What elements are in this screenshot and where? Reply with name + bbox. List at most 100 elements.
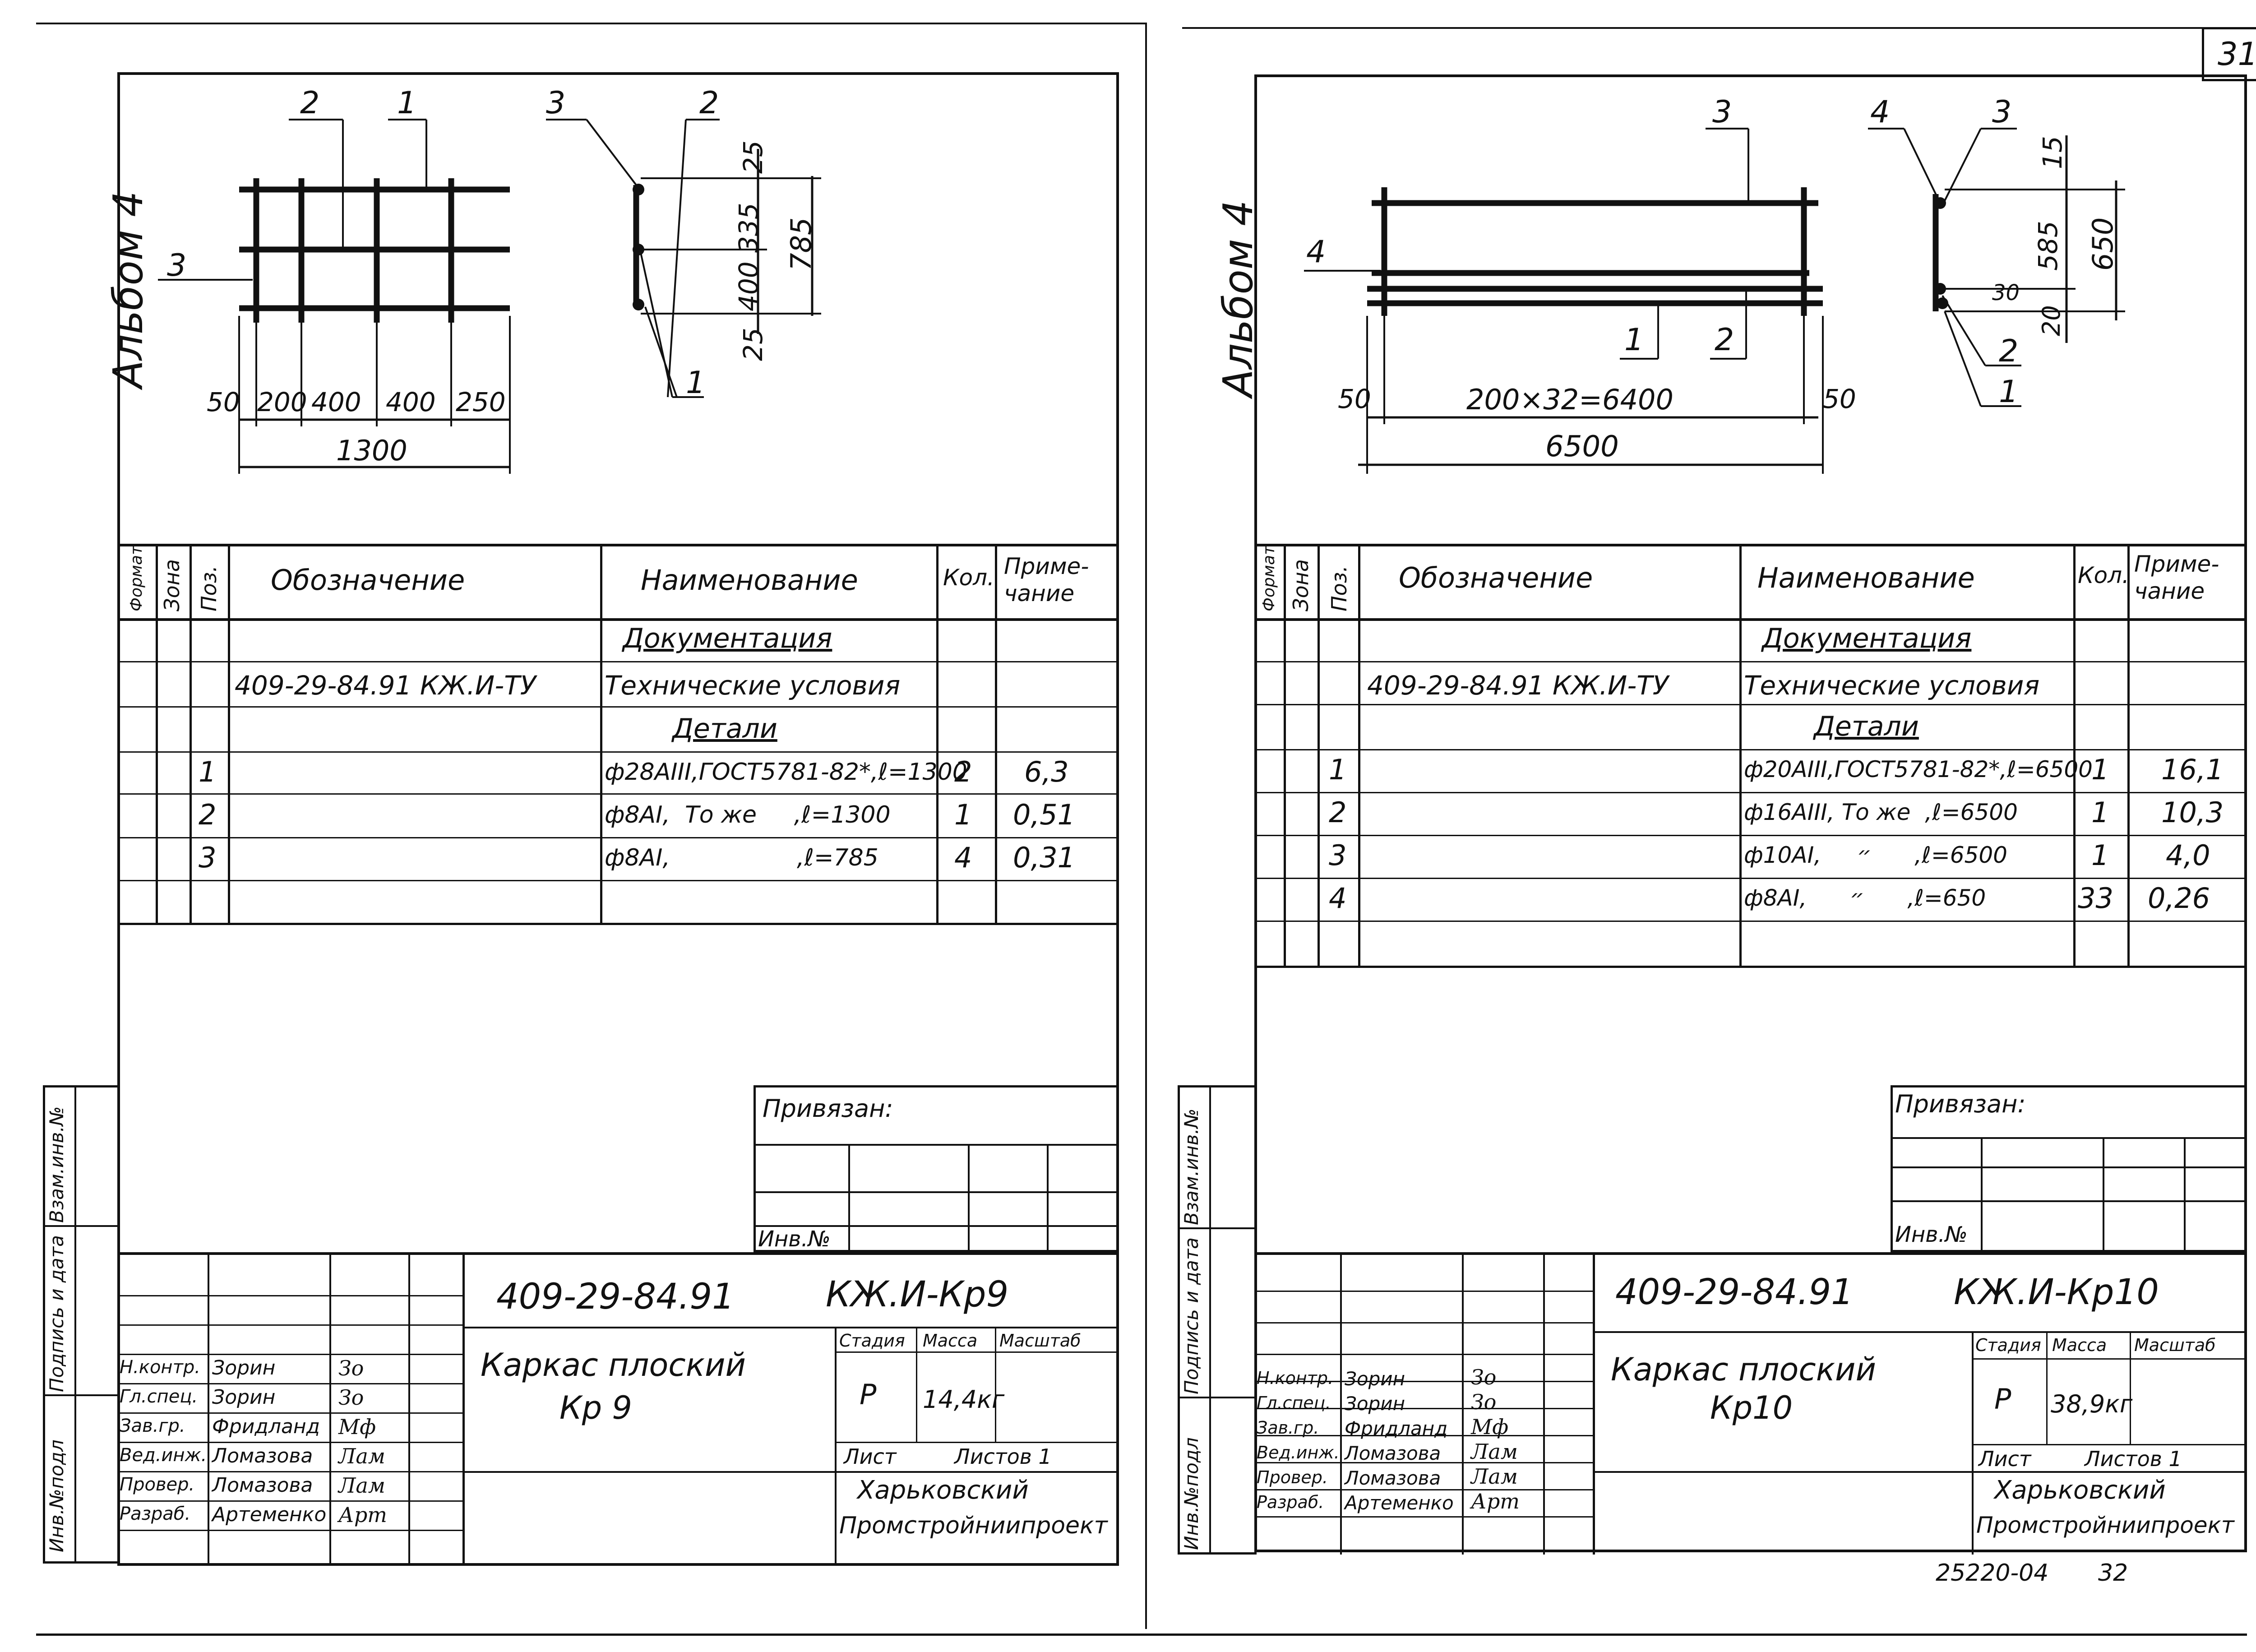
sheet-2-role-4: Вед.инж. bbox=[1257, 1443, 1340, 1462]
sheet-1-stamp-org-2: Промстройниипроект bbox=[839, 1512, 1108, 1539]
sheet-2-section-callout-3: 3 bbox=[1992, 94, 2012, 130]
sheet-2-role-1: Н.контр. bbox=[1257, 1368, 1334, 1388]
sheet-1-row-5-pos: 2 bbox=[199, 798, 217, 831]
sheet-1-role-5-name: Ломазова bbox=[212, 1474, 313, 1497]
sheet-2-role-6: Разраб. bbox=[1257, 1492, 1324, 1512]
sheet-2-row-6-name: ф10АI, ״ ,ℓ=6500 bbox=[1744, 842, 2007, 868]
sheet-1-role-4-sign: Лам bbox=[338, 1444, 385, 1468]
sheet-2-hdr-note: Приме- чание bbox=[2134, 551, 2219, 604]
sheet-1-stamp-org-1: Харьковский bbox=[857, 1476, 1029, 1505]
sheet-1-dim-400b: 400 bbox=[386, 387, 436, 417]
sheet-1-stamp-mass: 14,4кг bbox=[923, 1385, 1005, 1414]
sheet-1-dim-overall: 1300 bbox=[336, 434, 407, 467]
sheet-2-role-3-sign: Мф bbox=[1471, 1415, 1509, 1439]
sheet-1-row-2-name: Технические условия bbox=[605, 670, 901, 701]
top-edge-line-right bbox=[1182, 27, 2211, 29]
sheet-2-section-dim-585: 585 bbox=[2033, 221, 2063, 271]
footer-code: 25220-04 bbox=[1936, 1559, 2049, 1587]
sheet-1-role-4: Вед.инж. bbox=[120, 1445, 207, 1466]
sheet-1-row-5-qty: 1 bbox=[954, 798, 972, 831]
sheet-2-stamp-stage: Р bbox=[1994, 1383, 2011, 1416]
sheet-2-section-callout-2: 2 bbox=[1999, 333, 2019, 369]
sheet-2-dim-50-left: 50 bbox=[1338, 384, 1371, 414]
sheet-1-dim-400a: 400 bbox=[311, 387, 361, 417]
sheet-2-role-2-name: Зорин bbox=[1345, 1393, 1405, 1415]
sheet-2-section-dim-20: 20 bbox=[2037, 305, 2066, 336]
sheet-2-stamp-org-1: Харьковский bbox=[1994, 1476, 2166, 1505]
sheet-2-row-2-designation: 409-29-84.91 КЖ.И-ТУ bbox=[1367, 670, 1669, 701]
sheet-1-section-dot-2 bbox=[633, 244, 644, 255]
sheet-2-role-4-sign: Лам bbox=[1471, 1439, 1518, 1464]
sheet-2-row-5-qty: 1 bbox=[2091, 796, 2109, 829]
footer-page: 32 bbox=[2098, 1559, 2128, 1587]
sheet-2-section-dot-2 bbox=[1934, 283, 1946, 295]
sheet-1-role-6-sign: Арт bbox=[338, 1503, 387, 1527]
sheet-2-privyazan-label: Привязан: bbox=[1895, 1090, 2026, 1118]
sheet-1-role-4-name: Ломазова bbox=[212, 1444, 313, 1467]
sheet-2-role-2: Гл.спец. bbox=[1257, 1393, 1331, 1413]
sheet-2-stamp-scale-label: Масштаб bbox=[2134, 1335, 2216, 1355]
sheet-2-section-callout-1: 1 bbox=[1999, 374, 2019, 410]
sheet-2-role-2-sign: Зо bbox=[1471, 1390, 1497, 1414]
sheet-1-row-3-name: Детали bbox=[672, 713, 777, 745]
sheet-2-hdr-qty: Кол. bbox=[2078, 562, 2129, 588]
sheet-2-section-dim-650: 650 bbox=[2086, 217, 2119, 271]
sheet-2-section-dim-15: 15 bbox=[2037, 136, 2068, 169]
sheet-2-hdr-pos: Поз. bbox=[1327, 565, 1351, 611]
sheet-1-row-4-pos: 1 bbox=[199, 755, 217, 788]
sheet-1-role-2-sign: Зо bbox=[338, 1385, 364, 1410]
sheet-1-spec-header-bottom bbox=[117, 618, 1119, 621]
sheet-1-spec-top bbox=[117, 544, 1119, 546]
sheet-2-row-7-note: 0,26 bbox=[2148, 882, 2210, 915]
sheet-1-stamp-code: 409-29-84.91 bbox=[496, 1277, 735, 1317]
sheet-1-role-2: Гл.спец. bbox=[120, 1386, 198, 1407]
sheet-2-stamp-stage-label: Стадия bbox=[1975, 1335, 2041, 1355]
sheet-2-hdr-zone: Зона bbox=[1289, 559, 1313, 611]
sheet-1-row-2-designation: 409-29-84.91 КЖ.И-ТУ bbox=[235, 670, 536, 701]
sheet-1-row-6-name: ф8АI, ,ℓ=785 bbox=[605, 844, 878, 871]
sheet-2-row-1-name: Документация bbox=[1762, 623, 1972, 654]
sheet-2-stamp-code: 409-29-84.91 bbox=[1615, 1272, 1854, 1313]
sheet-2-section-dot-1 bbox=[1934, 197, 1946, 209]
sheet-2-role-5-sign: Лам bbox=[1471, 1464, 1518, 1489]
sheet-2-row-2-name: Технические условия bbox=[1744, 670, 2040, 701]
sheet-1-role-3-sign: Мф bbox=[338, 1415, 376, 1439]
sheet-2-row-7-qty: 33 bbox=[2078, 882, 2113, 915]
sheet-1-role-1: Н.контр. bbox=[120, 1357, 200, 1378]
sheet-1-dim-200: 200 bbox=[257, 387, 307, 417]
sheet-1-section-callout-1: 1 bbox=[686, 365, 706, 401]
sheet-2-stamp-subtitle: Кр10 bbox=[1710, 1389, 1793, 1426]
sheet-2-role-6-name: Артеменко bbox=[1345, 1492, 1454, 1514]
sheet-1-dim-50: 50 bbox=[207, 387, 240, 417]
sheet-2-callout-2: 2 bbox=[1715, 322, 1734, 358]
sheet-2-role-4-name: Ломазова bbox=[1345, 1442, 1441, 1464]
sheet-2-dim-overall: 6500 bbox=[1545, 430, 1619, 463]
page-number: 31 bbox=[2218, 36, 2256, 73]
sheet-1-section-callout-3: 3 bbox=[546, 85, 566, 121]
sheet-1-row-5-note: 0,51 bbox=[1013, 798, 1076, 831]
sheet-1-section-leader-1b bbox=[644, 306, 678, 398]
sheet-1-section-leader-2b bbox=[667, 119, 687, 398]
sheet-1-row-4-name: ф28АIII,ГОСТ5781-82*,ℓ=1300 bbox=[605, 759, 967, 786]
sheet-1-role-2-name: Зорин bbox=[212, 1386, 276, 1409]
sheet-1-callout-2: 2 bbox=[300, 85, 320, 121]
sheet-2-row-5-name: ф16АIII, То же ,ℓ=6500 bbox=[1744, 799, 2018, 825]
sheet-2-row-4-name: ф20АIII,ГОСТ5781-82*,ℓ=6500 bbox=[1744, 756, 2093, 782]
sheet-1-row-4-note: 6,3 bbox=[1024, 755, 1069, 788]
sheet-2-row-6-note: 4,0 bbox=[2166, 839, 2210, 872]
sheet-1-privyazan-box bbox=[754, 1085, 1119, 1252]
sheet-2-section-leader-4b bbox=[1903, 128, 1939, 199]
sheet-2-row-6-qty: 1 bbox=[2091, 839, 2109, 872]
sheet-1-frame bbox=[117, 72, 1119, 1566]
sheet-1-section-leader-1a bbox=[640, 252, 673, 398]
sheet-1-row-1-name: Документация bbox=[623, 623, 832, 654]
sheet-1-role-3-name: Фридланд bbox=[212, 1415, 320, 1438]
sheet-1-stamp-stage: Р bbox=[860, 1378, 877, 1411]
sheet-1-stamp-mark: КЖ.И-Кр9 bbox=[826, 1274, 1009, 1315]
sheet-2-strip-inv: Инв.№подл bbox=[1180, 1437, 1202, 1550]
sheet-1-privyazan-label: Привязан: bbox=[763, 1094, 893, 1123]
sheet-1-row-6-note: 0,31 bbox=[1013, 841, 1076, 874]
sheet-2-frame bbox=[1254, 74, 2247, 1552]
sheet-1-row-4-qty: 2 bbox=[954, 755, 972, 788]
top-edge-line-left bbox=[36, 23, 1146, 24]
